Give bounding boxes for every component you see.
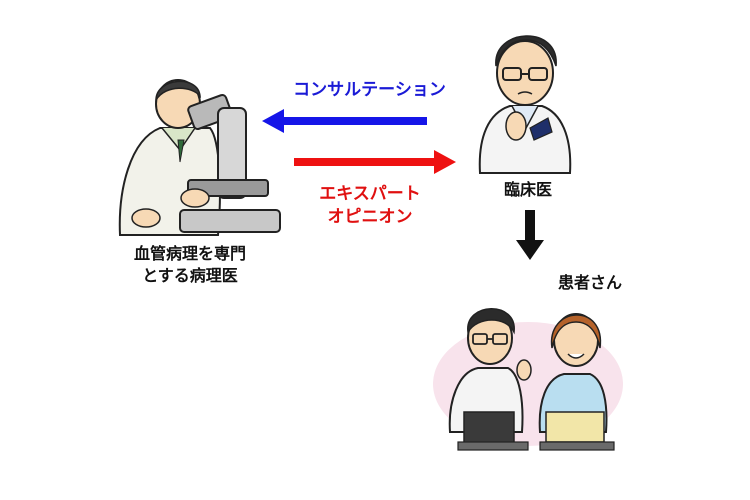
pathologist-microscope-illustration (118, 79, 281, 236)
expert-opinion-label-line1: エキスパート (319, 184, 421, 204)
expert-opinion-label-line2: オピニオン (327, 207, 413, 227)
pathologist-label: 血管病理を専門 とする病理医 (110, 243, 270, 287)
pathologist-label-line1: 血管病理を専門 (133, 244, 246, 263)
expert-opinion-arrow (294, 150, 456, 174)
down-arrow (516, 210, 544, 260)
consultation-label: コンサルテーション (293, 80, 446, 100)
clinician-label: 臨床医 (503, 180, 552, 199)
patient-label: 患者さん (557, 273, 622, 292)
clinician-doctor-illustration (478, 35, 572, 174)
consultation-arrow (262, 109, 427, 133)
expert-opinion-label: エキスパート オピニオン (300, 183, 440, 229)
doctor-patient-consultation-illustration (433, 308, 623, 451)
pathologist-label-line2: とする病理医 (142, 266, 238, 285)
